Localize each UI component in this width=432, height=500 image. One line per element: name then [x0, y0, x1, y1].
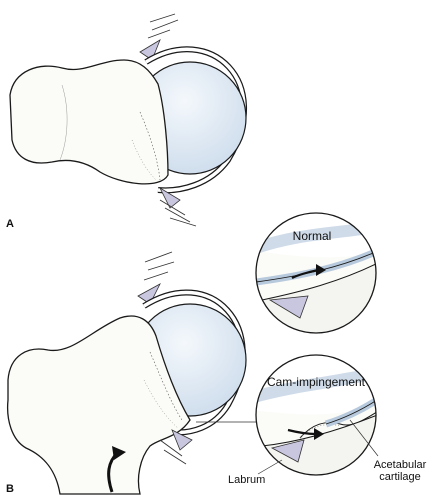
curved-arrow-icon-normal [291, 268, 319, 279]
inset-normal-labrum [268, 295, 309, 319]
panel-label-b: B [6, 483, 14, 495]
label-cartilage: cartilage [379, 471, 421, 483]
labrum-upper-a [139, 39, 161, 61]
inset-normal-label: Normal [293, 229, 332, 243]
inset-normal [255, 212, 377, 334]
label-acetabular: Acetabular [374, 459, 427, 471]
curved-arrow-icon-cam [287, 428, 317, 436]
inset-cam-labrum [270, 439, 305, 463]
panel-b-femur [6, 251, 256, 495]
label-labrum: Labrum [228, 474, 265, 486]
inset-cam [255, 354, 379, 476]
panel-a-femur [9, 13, 248, 227]
panel-label-a: A [6, 218, 14, 230]
femur-neck-b [6, 315, 191, 495]
labrum-lower-a [159, 186, 181, 209]
femur-neck-a [9, 59, 169, 185]
labrum-lower-b [171, 429, 193, 451]
labrum-upper-b [137, 283, 161, 305]
inset-cam-label: Cam-impingement [267, 375, 366, 389]
